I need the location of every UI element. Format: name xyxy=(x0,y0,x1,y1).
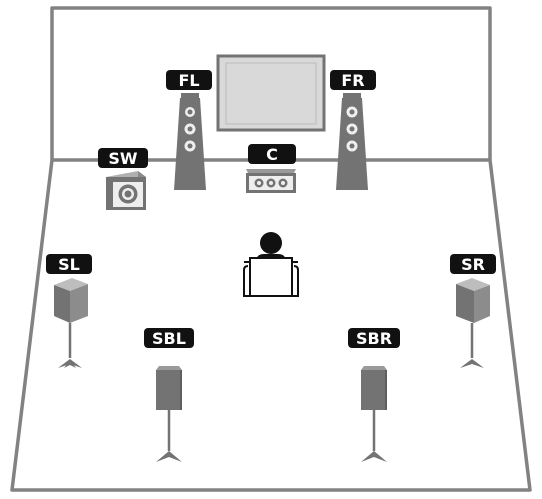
label-c: C xyxy=(248,144,296,164)
surround-left-speaker-icon xyxy=(54,278,88,368)
label-fl: FL xyxy=(166,70,212,90)
listener-icon xyxy=(243,232,299,297)
front-left-speaker-icon xyxy=(174,93,206,190)
label-fr: FR xyxy=(330,70,376,90)
surround-back-left-speaker-icon xyxy=(156,366,182,462)
subwoofer-icon xyxy=(106,171,146,210)
label-sbl-text: SBL xyxy=(152,329,186,348)
label-sl: SL xyxy=(46,254,92,274)
surround-right-speaker-icon xyxy=(456,278,490,368)
floor xyxy=(10,158,532,492)
label-sr: SR xyxy=(450,254,496,274)
label-sl-text: SL xyxy=(58,255,80,274)
label-c-text: C xyxy=(266,145,278,164)
label-sbr-text: SBR xyxy=(356,329,392,348)
label-sw-text: SW xyxy=(108,149,138,168)
label-fr-text: FR xyxy=(341,71,364,90)
surround-back-right-speaker-icon xyxy=(361,366,387,462)
label-sr-text: SR xyxy=(461,255,485,274)
label-fl-text: FL xyxy=(178,71,199,90)
label-sbr: SBR xyxy=(348,328,400,348)
tv-icon xyxy=(216,54,326,132)
label-sbl: SBL xyxy=(144,328,194,348)
center-speaker-icon xyxy=(246,169,296,193)
front-right-speaker-icon xyxy=(336,93,368,190)
front-wall xyxy=(50,6,492,160)
label-sw: SW xyxy=(98,148,148,168)
